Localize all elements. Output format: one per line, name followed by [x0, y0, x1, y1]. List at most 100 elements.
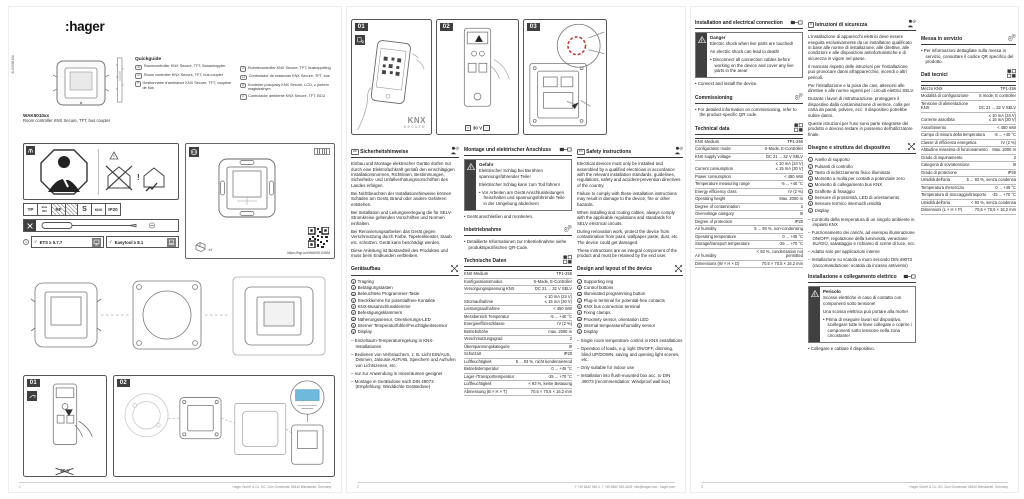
- tech-label: Grado di protezione: [921, 169, 957, 175]
- tech-label: Corrente assorbita: [921, 117, 955, 123]
- tech-label: Dimensioni (L × H × P): [921, 207, 963, 213]
- column-it-2: Messa in servizio Per informazioni detta…: [921, 19, 1016, 215]
- gears-icon: [1007, 33, 1016, 41]
- barcode-icon: [314, 148, 330, 155]
- easytool-label: Easytool ≥ 8.1: [114, 239, 144, 245]
- tech-label: Abmessung (B × H × T): [464, 388, 507, 394]
- paragraph: Per l'installazione e la posa dei cavi, …: [808, 82, 915, 94]
- paragraph: Bei Renovierungsarbeiten das Gerät gegen…: [351, 228, 452, 245]
- tech-label: Betriebstemperatur: [464, 366, 499, 372]
- tech-value: DC 21 ... 32 V SELV: [534, 286, 572, 292]
- tech-label: Tensione di alimentazione KNX: [921, 100, 969, 111]
- tech-value: TP1-256: [787, 138, 803, 144]
- danger-action: Vor Arbeiten am Gerät Anschlussleitungen…: [479, 190, 568, 206]
- bullet: Funzionamento dei carichi, ad esempio il…: [808, 230, 916, 246]
- tech-value: TP1-256: [556, 271, 572, 277]
- bullet: Installation into flush-mounted box acc.…: [577, 373, 683, 384]
- tech-value: IV (2 %): [557, 321, 572, 327]
- tech-value: III: [799, 211, 803, 217]
- column-de-2: Montage und elektrischer Anschluss Gefah…: [464, 146, 572, 397]
- plug-icon: [903, 274, 916, 279]
- tech-label: Mezzo KNX: [921, 85, 943, 91]
- item-number: 4: [577, 297, 582, 303]
- list-item: 9 Display: [808, 208, 916, 213]
- item-text: Tragring: [357, 278, 374, 284]
- list-item: 1 Tragring: [351, 279, 459, 284]
- tech-label: Degree of protection: [695, 218, 733, 224]
- list-item: 5 KNX bus connection terminal: [577, 304, 683, 309]
- tech-row: Konfigurationsmodus S-Mode, E-Controller: [464, 279, 572, 287]
- tech-value: 70.5 × 70.5 × 16.2 mm: [761, 260, 803, 266]
- quickguide-item: en Room controller KNX Secure, TFT, bus …: [135, 73, 232, 79]
- language-badge: pl: [240, 82, 247, 89]
- column-en-2: Installation and electrical connection D…: [695, 19, 803, 269]
- feature-bullets: Controllo della temperatura di un singol…: [808, 217, 916, 268]
- tech-label: Classe di efficienza energetica: [921, 139, 977, 145]
- product-name: Room controller KNX Secure, TFT, bus cou…: [23, 118, 111, 123]
- list-item: 7 Näherungssensor, Orientierungs-LED: [351, 317, 459, 322]
- tech-value: 0 ... +45 °C: [782, 233, 803, 239]
- warning-triangle-icon: [465, 160, 476, 210]
- language-badge: de: [135, 64, 143, 71]
- badge-bus-30v: Bus 30V: [38, 204, 52, 215]
- software-requirements: 1 ✓ ETS ≥ 5.7.7 ✓ Easytool ≥ 8.1: [23, 236, 179, 248]
- section-heading-mounting-en: Installation and electrical connection: [695, 19, 803, 30]
- bullet: Installazione su scatola a muro secondo …: [808, 257, 916, 268]
- item-text: Fixing clamps: [583, 310, 611, 316]
- plug-icon: [559, 147, 572, 152]
- quickguide-list-left: de Raumcontroller KNX Secure, TFT, Busan…: [135, 64, 232, 90]
- tech-row: Abmessung (B × H × T) 70,5 × 70,5 × 16,2…: [464, 389, 572, 397]
- checkmark: ✓: [109, 239, 113, 244]
- tech-value: III: [568, 343, 572, 349]
- tech-table-it: Mezzo KNX TP1-256 Modalità di configuraz…: [921, 84, 1016, 215]
- tech-value: 0 ... +45 °C: [551, 366, 572, 372]
- tech-label: Umidità dell'aria: [921, 199, 950, 205]
- bullet: nur zur Anwendung in Innenräumen geeigne…: [351, 371, 459, 376]
- tech-value: < 93 %, senza condensa: [971, 199, 1016, 205]
- item-number: 4: [808, 176, 813, 182]
- badge-rf-crossed: RF: [52, 204, 66, 215]
- item-text: Betätigungstasten: [357, 285, 393, 291]
- tech-value: IP20: [1007, 169, 1016, 175]
- tech-label: Verschmutzungsgrad: [464, 336, 503, 342]
- tech-row: Degree of protection IP20: [695, 219, 803, 227]
- tech-label: Energy efficiency class: [695, 188, 737, 194]
- tech-label: Modalità di configurazione: [921, 93, 969, 99]
- step-panel-2-03: 03: [523, 19, 607, 135]
- connect-note: Gerät anschließen und montieren.: [464, 214, 572, 219]
- tech-row: Power consumption < 450 mW: [695, 174, 803, 182]
- tech-row: Versorgungsspannung KNX DC 21 ... 32 V S…: [464, 286, 572, 294]
- item-number: 5: [808, 182, 813, 188]
- quickguide-list-right: nl Ruimtecontroller KNX Secure, TFT, bus…: [240, 66, 337, 100]
- language-badge: en: [577, 148, 585, 155]
- tech-label: Dimensions (W × H × D): [695, 260, 740, 266]
- tech-label: Messbereich Temperatur: [464, 313, 509, 319]
- tech-row: Luftfeuchtigkeit 5 ... 93 %, nicht konde…: [464, 359, 572, 367]
- laptop-icon: [167, 237, 176, 247]
- danger-action: Prima di eseguire lavori sul dispositivo…: [823, 317, 912, 339]
- item-text: Supporting ring: [583, 278, 614, 284]
- tech-label: Temperature measuring range: [695, 181, 750, 187]
- tech-value: S-Mode, E-Controller: [533, 278, 572, 284]
- connect-note: Connect and install the device.: [695, 81, 803, 86]
- list-item: 2 Betätigungstasten: [351, 285, 459, 290]
- danger-box-de: Gefahr Elektrischer Schlag bei Berühren …: [464, 159, 572, 211]
- tech-value: 70,5 × 70,5 × 16,2 mm: [530, 388, 572, 394]
- page-footer: 2 T +49 6842 945-0, T +49 6842 945-4625,…: [357, 481, 675, 489]
- list-item: 8 Internal temperature/humidity sensor: [577, 323, 683, 328]
- tech-row: Air humidity 5 ... 93 %, non-condensing: [695, 226, 803, 234]
- monitor-icon: [92, 237, 101, 247]
- tech-label: Überspannungskategorie: [464, 343, 510, 349]
- bullet: Operation of loads, e.g. light ON/OFF, d…: [577, 346, 683, 362]
- step-panel-1-02: 02: [113, 375, 335, 477]
- tech-value: ≤ 10 mA (24 V) ≤ 15 mA (30 V): [544, 293, 572, 304]
- tech-value: III: [1012, 162, 1016, 168]
- list-item: 8 Sensore termico interno/di umidità: [808, 201, 916, 206]
- language-badge: pt: [240, 94, 247, 100]
- tech-row: Verschmutzungsgrad 2: [464, 336, 572, 344]
- item-number: 9: [577, 329, 582, 335]
- paragraph: When installing and routing cables, alwa…: [577, 209, 675, 226]
- list-item: 4 Plug-in terminal for potential-free co…: [577, 298, 683, 303]
- badge-crossed-blank: [66, 204, 78, 215]
- tech-value: 0 ... +45 °C: [995, 184, 1016, 190]
